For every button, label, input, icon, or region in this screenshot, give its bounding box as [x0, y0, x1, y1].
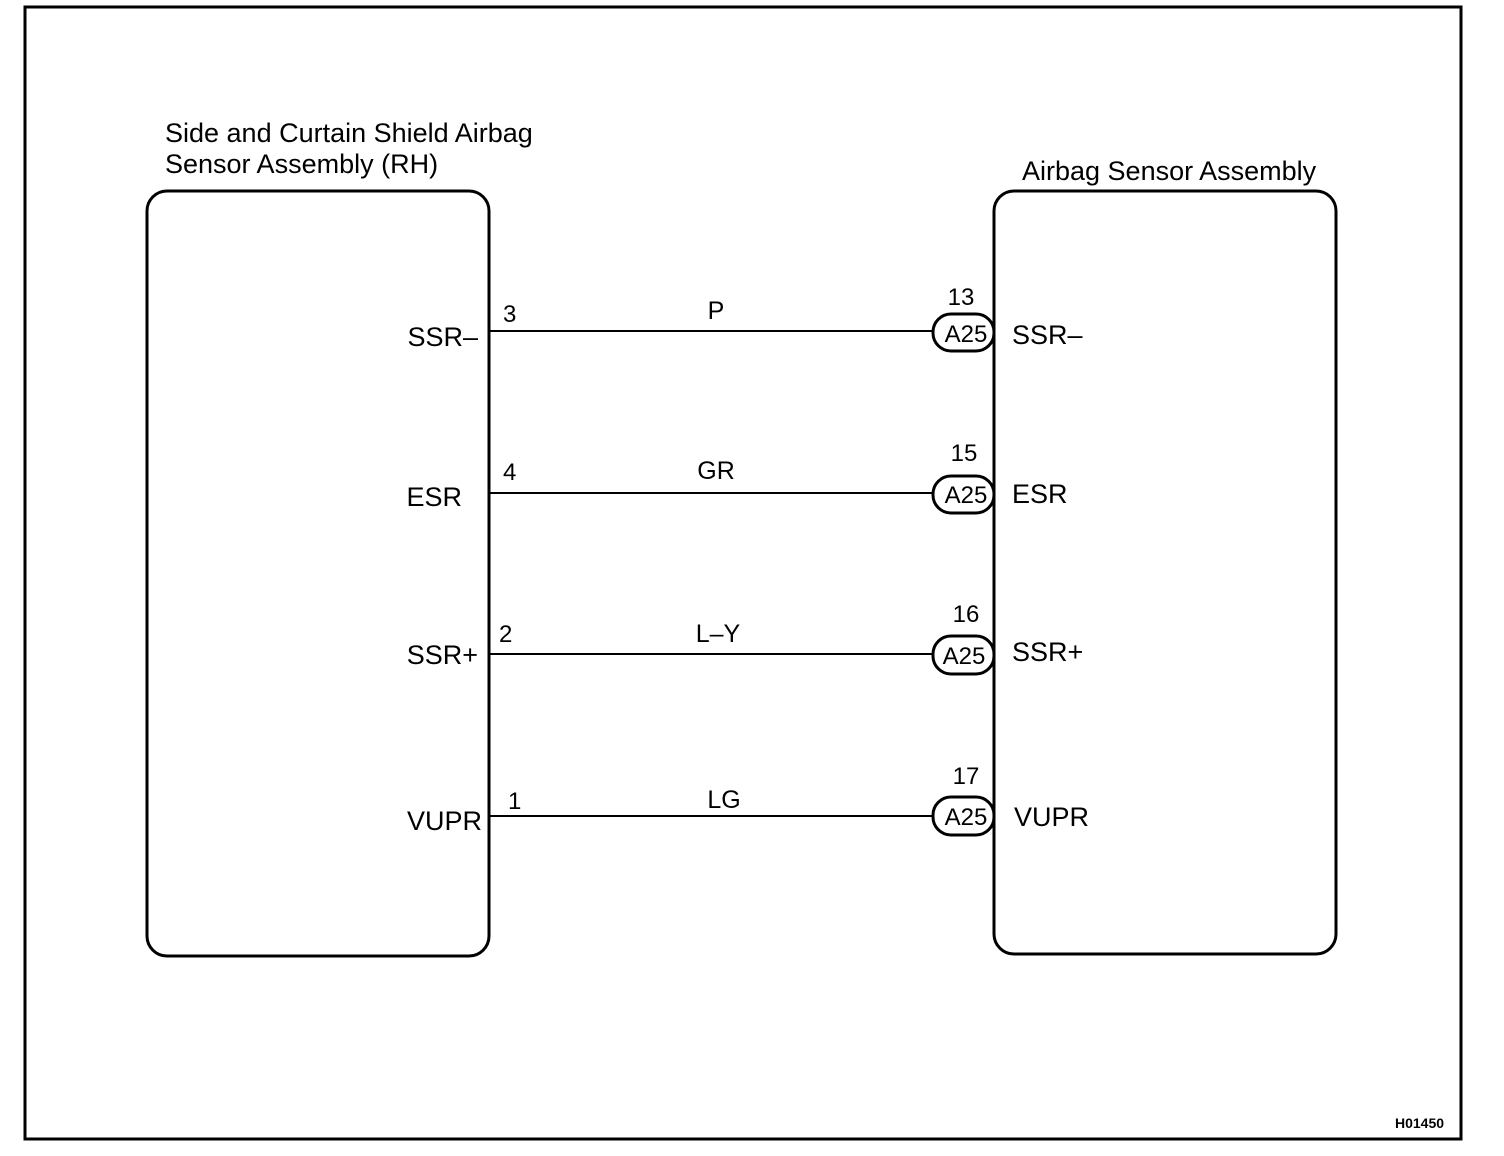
left-component-title-line2: Sensor Assembly (RH)	[165, 149, 438, 179]
left-pin-number: 4	[503, 459, 516, 486]
wire-color-label: LG	[707, 786, 740, 814]
diagram-frame	[23, 5, 1463, 1141]
connector-code: A25	[943, 643, 986, 670]
right-pin-number: 16	[953, 601, 980, 628]
right-component-box	[992, 189, 1338, 956]
connector-code: A25	[945, 321, 988, 348]
connection-esr: ESR 4 GR 15 A25 ESR	[406, 440, 1068, 515]
right-pin-label: ESR	[1012, 479, 1068, 509]
right-pin-label: SSR+	[1012, 637, 1083, 667]
connector-badge	[931, 312, 996, 353]
connector-code: A25	[945, 482, 988, 509]
right-pin-number: 13	[948, 284, 975, 311]
left-component-box	[145, 189, 491, 958]
connector-badge	[931, 634, 996, 676]
left-pin-number: 2	[499, 621, 512, 648]
right-pin-number: 17	[953, 763, 980, 790]
right-component-title: Airbag Sensor Assembly	[1022, 156, 1317, 186]
figure-reference: H01450	[1395, 1115, 1444, 1131]
left-pin-number: 1	[508, 788, 521, 815]
connection-vupr: VUPR 1 LG 17 A25 VUPR	[407, 763, 1089, 837]
connector-badge	[931, 795, 996, 837]
left-pin-label: VUPR	[407, 806, 482, 836]
connection-ssr-minus: SSR– 3 P 13 A25 SSR–	[407, 284, 1083, 353]
right-pin-number: 15	[951, 440, 978, 467]
connector-code: A25	[945, 804, 988, 831]
left-pin-number: 3	[503, 301, 516, 328]
left-pin-label: SSR+	[407, 640, 478, 670]
right-pin-label: SSR–	[1012, 320, 1083, 350]
connector-badge	[931, 474, 996, 515]
left-pin-label: SSR–	[407, 322, 478, 352]
wire-color-label: GR	[697, 457, 735, 485]
wire-color-label: P	[708, 297, 725, 325]
left-pin-label: ESR	[406, 482, 462, 512]
connection-ssr-plus: SSR+ 2 L–Y 16 A25 SSR+	[407, 601, 1083, 676]
right-pin-label: VUPR	[1014, 802, 1089, 832]
wire-color-label: L–Y	[696, 620, 741, 648]
left-component-title-line1: Side and Curtain Shield Airbag	[165, 118, 533, 148]
